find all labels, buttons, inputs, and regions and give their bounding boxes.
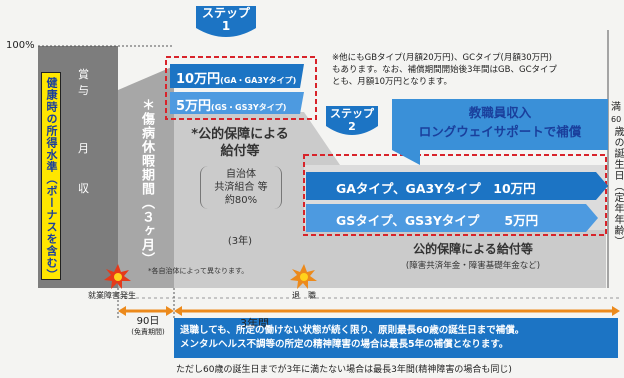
public-center-sub-2: 共済組合 等	[214, 182, 268, 193]
step1-bar1-sub: (GA・GA3Yタイプ)	[220, 76, 297, 85]
income-char-1: 月	[78, 142, 89, 155]
step2-label: ステップ	[330, 107, 374, 120]
sick-leave-slant	[118, 66, 174, 90]
note-top-line1: ※他にもGBタイプ(月額20万円)、GCタイプ(月額30万円)	[332, 53, 552, 63]
step1-badge	[196, 6, 256, 37]
income-level-text: 健康時の所得水準（ボーナスを含む）	[45, 77, 58, 281]
burst-icon-onset	[104, 264, 131, 289]
bottom-note-line2: メンタルヘルス不調等の所定の精神障害の場合は最長5年の補償となります。	[180, 339, 509, 350]
step2-dashed-box	[303, 154, 607, 236]
public-center-title-2: 給付等	[220, 144, 260, 159]
timeline-90-main: 90日	[136, 316, 160, 327]
step1-bar2-main: 5万円	[176, 99, 212, 114]
right-vertical-3: 歳の誕生日（定年年齢）	[612, 126, 623, 247]
note-top-line3: とも、月額10万円となります。	[332, 77, 452, 87]
public-center-note: *各自治体によって異なります。	[148, 267, 249, 275]
step2-title: 教職員収入 ロングウェイサポートで補償	[392, 103, 608, 141]
right-vertical-2: 60	[611, 115, 622, 124]
gs-type-text: GSタイプ、GS3Yタイプ 5万円	[336, 213, 539, 228]
bonus-char-1: 賞	[78, 68, 89, 81]
step2-number: 2	[348, 120, 356, 133]
ga-type-text: GAタイプ、GA3Yタイプ 10万円	[336, 181, 536, 196]
step1-bar-5man	[170, 92, 304, 114]
bottom-note-line1: 退職しても、所定の働けない状態が続く限り、原則最長60歳の誕生日まで補償。	[180, 325, 525, 336]
timeline-retire-label: 退 職	[292, 291, 316, 300]
timeline-90-label: 90日 (免責期間)	[120, 316, 176, 338]
step1-bar2-sub: (GS・GS3Yタイプ)	[211, 103, 287, 112]
timeline-3y-head-left	[174, 306, 182, 316]
public-center-title: *公的保障による 給付等	[176, 126, 304, 160]
public-bottom-sub: (障害共済年金・障害基礎年金など)	[405, 261, 541, 271]
note-top-line2: もあります。なお、補償期間開始後3年間はGB、GCタイプ	[332, 65, 558, 75]
scale-label-100: 100%	[6, 40, 35, 51]
income-level-box: 健康時の所得水準（ボーナスを含む）	[41, 72, 61, 281]
public-center-sub: 自治体 共済組合 等 約80%	[200, 166, 282, 209]
sick-leave-block	[118, 90, 174, 288]
step2-title-1: 教職員収入	[468, 105, 532, 120]
step1-dashed-box	[165, 56, 317, 120]
step1-bar-10man	[170, 64, 304, 88]
sick-leave-label: ＊傷病休暇期間（３ヶ月）	[139, 98, 154, 266]
public-bottom-title: 公的保障による給付等	[413, 242, 533, 256]
ga-bar	[306, 172, 608, 200]
gs-bar	[306, 204, 598, 232]
timeline-3y-head-right	[612, 306, 620, 316]
step1-bar2-text: 5万円(GS・GS3Yタイプ)	[176, 95, 286, 114]
public-center-years: (3年)	[227, 236, 253, 247]
timeline-90-head-left	[118, 306, 126, 316]
step2-title-shape	[392, 99, 608, 165]
right-vertical-1: 満	[611, 102, 621, 113]
step1-bar1-text: 10万円(GA・GA3Yタイプ)	[176, 68, 296, 87]
right-vertical-label: 満 60 歳の誕生日（定年年齢）	[611, 102, 624, 247]
step2-badge	[326, 106, 378, 135]
public-center-title-1: *公的保障による	[191, 127, 289, 142]
step1-number: 1	[221, 19, 231, 33]
bottom-note: 退職しても、所定の働けない状態が続く限り、原則最長60歳の誕生日まで補償。 メン…	[180, 324, 616, 352]
timeline-90-sub: (免責期間)	[131, 328, 165, 336]
timeline-90-head-right	[166, 306, 174, 316]
public-center-sub-3: 約80%	[224, 195, 258, 206]
burst-icon-retire	[290, 264, 317, 289]
bonus-char-2: 与	[78, 84, 89, 97]
public-benefit-block	[174, 112, 304, 288]
step1-bar1-main: 10万円	[176, 72, 221, 87]
income-char-2: 収	[78, 182, 89, 195]
bottom-note-line3: ただし60歳の誕生日までが3年に満たない場合は最長3年間(精神障害の場合も同じ)	[176, 365, 512, 375]
public-center-sub-1: 自治体	[226, 169, 256, 180]
public-long-band	[340, 230, 606, 288]
step2-title-2: ロングウェイサポートで補償	[418, 124, 582, 139]
note-top: ※他にもGBタイプ(月額20万円)、GCタイプ(月額30万円) もあります。なお…	[332, 52, 608, 88]
bottom-note-box	[174, 318, 618, 358]
timeline-3y-label: 3年間	[240, 317, 269, 330]
timeline-onset-label: 就業障害発生	[88, 291, 136, 300]
step1-label: ステップ	[201, 6, 250, 20]
